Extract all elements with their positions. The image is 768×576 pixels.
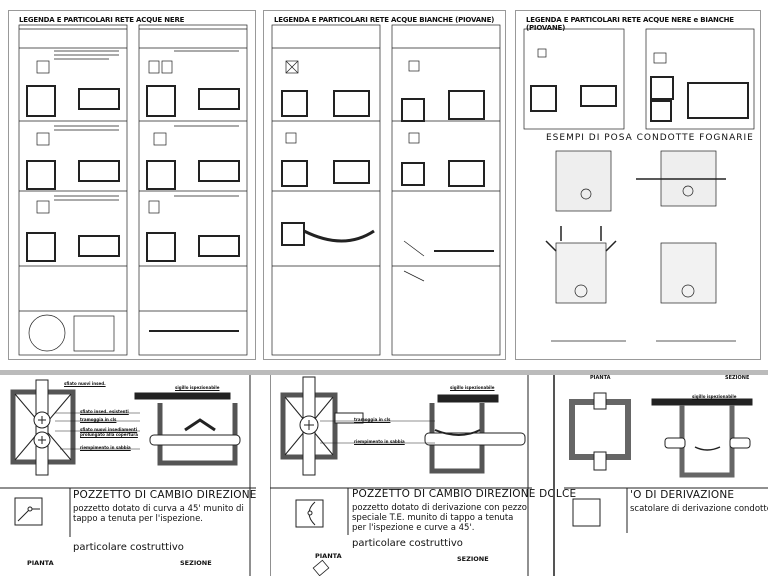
- particolare-label: particolare costruttivo: [352, 538, 463, 549]
- detail-band: sfiato nuovi insed. sigillo ispezionabil…: [0, 370, 768, 576]
- pianta-label: PIANTA: [315, 552, 342, 560]
- panel-title: POZZETTO DI CAMBIO DIREZIONE DOLCE: [352, 488, 577, 500]
- sezione-label: SEZIONE: [180, 559, 212, 567]
- label-sigillo: sigillo ispezionabile: [692, 394, 737, 399]
- panel-title: 'O DI DERIVAZIONE: [630, 489, 735, 501]
- label-riempimento: riempimento in sabbia: [354, 439, 405, 444]
- detail-panel-cambio-direzione-dolce: sigillo ispezionabile tramoggia in cls r…: [270, 375, 576, 576]
- pianta-label: PIANTA: [27, 559, 54, 567]
- pozzetto-cambio-dolce-drawing: [270, 375, 532, 576]
- panel-description: pozzetto dotato di curva a 45' munito di…: [73, 504, 244, 524]
- band-divider: [0, 370, 768, 375]
- detail-panel-cambio-direzione: sfiato nuovi insed. sigillo ispezionabil…: [0, 375, 256, 576]
- panel-description: scatolare di derivazione condotte: [630, 504, 768, 514]
- label-tramoggia: tramoggia in cls: [354, 417, 391, 422]
- detail-panel-derivazione: PIANTA SEZIONE sigillo ispezionabile 'O …: [540, 375, 768, 576]
- particolare-label: particolare costruttivo: [73, 542, 184, 553]
- label-tramoggia: tramoggia in cls: [80, 417, 117, 422]
- sheet-title: LEGENDA E PARTICOLARI RETE ACQUE BIANCHE…: [274, 16, 495, 24]
- legend-table-drawing: [271, 24, 501, 356]
- drawing-sheet-esempi-posa: LEGENDA E PARTICOLARI RETE ACQUE NERE e …: [515, 10, 761, 360]
- sheet-title: LEGENDA E PARTICOLARI RETE ACQUE NERE e …: [526, 16, 734, 32]
- pozzetto-cambio-direzione-drawing: [0, 375, 256, 576]
- panel-title: POZZETTO DI CAMBIO DIREZIONE: [73, 489, 257, 501]
- sheet-title: LEGENDA E PARTICOLARI RETE ACQUE NERE: [19, 16, 185, 24]
- label-riempimento: riempimento in sabbia: [80, 445, 131, 450]
- label-sigillo: sigillo ispezionabile: [450, 385, 495, 390]
- label-sfiato-prolungato: sfiato nuovi insediamenti prolungato all…: [80, 427, 138, 437]
- section-title: ESEMPI DI POSA CONDOTTE FOGNARIE: [546, 133, 754, 143]
- panel-description: pozzetto dotato di derivazione con pezzo…: [352, 503, 527, 533]
- drawing-sheet-acque-nere: LEGENDA E PARTICOLARI RETE ACQUE NERE: [8, 10, 256, 360]
- legend-table-drawing: [18, 24, 248, 356]
- pozzetto-derivazione-drawing: [553, 375, 768, 576]
- sezione-label: SEZIONE: [725, 375, 750, 381]
- drawing-sheet-acque-bianche: LEGENDA E PARTICOLARI RETE ACQUE BIANCHE…: [263, 10, 506, 360]
- sezione-label: SEZIONE: [457, 555, 489, 563]
- posa-condotte-drawing: [523, 28, 755, 342]
- label-sfiato-nuovi: sfiato nuovi insed.: [64, 381, 106, 386]
- label-sfiato-esistenti: sfiato insed. esistenti: [80, 409, 129, 414]
- pianta-label: PIANTA: [590, 375, 611, 381]
- label-sigillo: sigillo ispezionabile: [175, 385, 220, 390]
